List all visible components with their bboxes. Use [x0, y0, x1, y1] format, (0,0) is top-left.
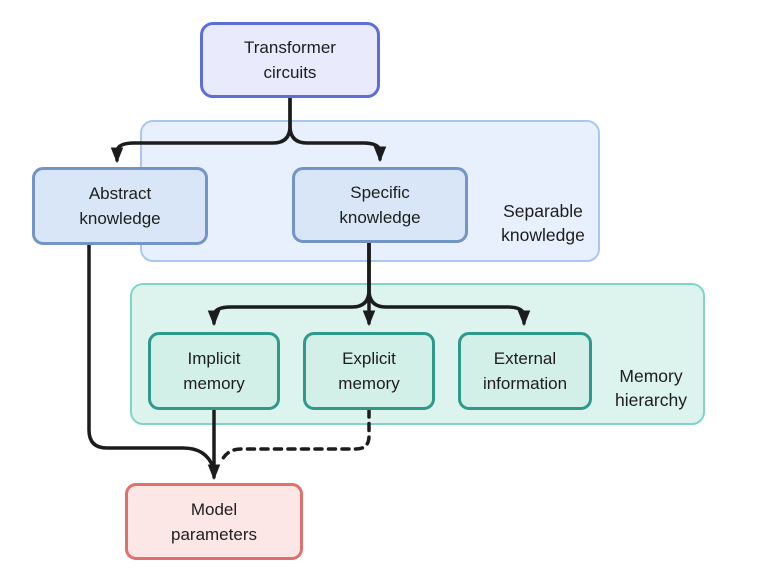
node-implicit-memory-label: Implicit memory: [183, 349, 245, 393]
edge-explicit-to-model-dashed: [220, 408, 371, 462]
node-transformer-circuits: Transformer circuits: [200, 22, 380, 98]
label-memory-hierarchy: Memory hierarchy: [615, 366, 687, 410]
node-specific-knowledge-label: Specific knowledge: [339, 183, 421, 227]
node-explicit-memory: Explicit memory: [303, 332, 435, 410]
node-model-parameters-label: Model parameters: [171, 499, 257, 544]
node-external-information: External information: [458, 332, 592, 410]
node-transformer-circuits-label: Transformer circuits: [244, 38, 336, 82]
edge-transformer-to-specific: [288, 96, 387, 163]
edge-specific-to-implicit: [207, 241, 371, 327]
node-implicit-memory: Implicit memory: [148, 332, 280, 410]
node-specific-knowledge: Specific knowledge: [292, 167, 468, 243]
edge-abstract-to-model: [87, 243, 215, 469]
node-abstract-knowledge-label: Abstract knowledge: [79, 184, 161, 228]
edge-specific-to-external: [367, 241, 531, 327]
node-explicit-memory-label: Explicit memory: [338, 349, 400, 393]
node-external-information-label: External information: [482, 349, 568, 393]
edge-transformer-to-abstract: [110, 96, 292, 164]
node-model-parameters: Model parameters: [125, 483, 303, 560]
node-abstract-knowledge: Abstract knowledge: [32, 167, 208, 245]
label-separable-knowledge: Separable knowledge: [501, 201, 585, 245]
